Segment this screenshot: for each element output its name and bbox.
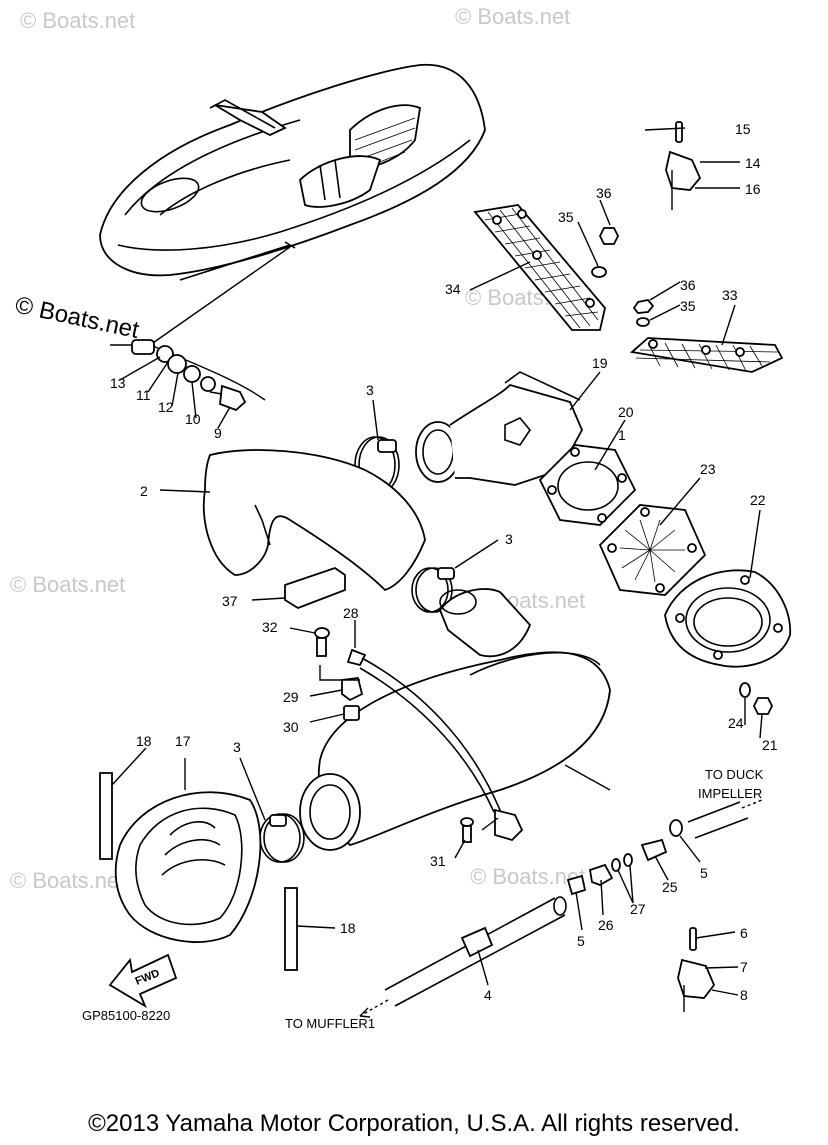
label-32: 32 <box>262 619 278 635</box>
clip-29 <box>341 677 364 702</box>
watermark: © Boats.net <box>470 864 585 889</box>
label-35: 35 <box>680 298 696 314</box>
nut-36 <box>598 227 620 245</box>
label-6: 6 <box>740 925 748 941</box>
nut-21 <box>752 697 774 715</box>
plate-23 <box>598 504 707 596</box>
label-36: 36 <box>596 185 612 201</box>
label-18: 18 <box>136 733 152 749</box>
watermark: © Boats.net <box>20 8 135 33</box>
label-35: 35 <box>558 209 574 225</box>
collar-24 <box>739 682 751 698</box>
watermark: © Boats.net <box>10 868 125 893</box>
watercraft-illustration <box>99 64 486 281</box>
label-3: 3 <box>505 531 513 547</box>
label-20: 20 <box>618 404 634 420</box>
label-19: 19 <box>592 355 608 371</box>
leader-lines <box>111 127 763 996</box>
label-9: 9 <box>214 425 222 441</box>
washer-35 <box>591 266 607 278</box>
label-24: 24 <box>728 715 744 731</box>
label-21: 21 <box>762 737 778 753</box>
flange-22 <box>664 569 792 668</box>
clamp-3-lower <box>259 813 305 863</box>
to-duck-impeller-label: IMPELLER <box>698 786 762 801</box>
hose-4 <box>359 896 567 1018</box>
to-duck-label: TO DUCK <box>705 767 764 782</box>
clip-assembly-lower <box>677 927 716 1012</box>
leader-line <box>741 799 763 809</box>
label-2: 2 <box>140 483 148 499</box>
clip-assembly-upper <box>665 121 702 210</box>
label-34: 34 <box>445 281 461 297</box>
nut-30 <box>343 705 360 721</box>
gasket-20 <box>538 444 637 526</box>
label-25: 25 <box>662 879 678 895</box>
label-37: 37 <box>222 593 238 609</box>
watermark: © Boats.net <box>455 4 570 29</box>
label-3: 3 <box>233 739 241 755</box>
hose-fittings <box>566 819 683 896</box>
label-33: 33 <box>722 287 738 303</box>
label-5: 5 <box>700 865 708 881</box>
label-28: 28 <box>343 605 359 621</box>
label-30: 30 <box>283 719 299 735</box>
bolt-32 <box>314 627 330 657</box>
label-36: 36 <box>680 277 696 293</box>
label-18: 18 <box>340 920 356 936</box>
nut-36b <box>632 299 655 314</box>
clamp-3-middle <box>411 567 455 613</box>
leader-line <box>149 246 291 346</box>
label-3: 3 <box>366 382 374 398</box>
copyright-notice: ©2013 Yamaha Motor Corporation, U.S.A. A… <box>88 1110 740 1137</box>
label-27: 27 <box>630 901 646 917</box>
label-11: 11 <box>136 387 151 403</box>
grate-33 <box>629 337 784 373</box>
label-12: 12 <box>158 399 174 415</box>
bracket-37 <box>284 567 346 609</box>
label-5: 5 <box>577 933 585 949</box>
watermark: © Boats.net <box>10 572 125 597</box>
watermark: © Boats.net <box>13 291 142 344</box>
stay-28 <box>346 648 524 842</box>
bar-18-lower <box>284 887 298 971</box>
label-1: 1 <box>618 427 626 443</box>
label-17: 17 <box>175 733 191 749</box>
fwd-arrow: FWD <box>108 953 178 1009</box>
label-14: 14 <box>745 155 761 171</box>
label-13: 13 <box>110 375 126 391</box>
to-muffler-label: TO MUFFLER1 <box>285 1016 375 1031</box>
diagram-code: GP85100-8220 <box>82 1008 170 1023</box>
bar-18-left <box>99 772 113 860</box>
label-4: 4 <box>484 987 492 1003</box>
label-7: 7 <box>740 959 748 975</box>
label-29: 29 <box>283 689 299 705</box>
label-26: 26 <box>598 917 614 933</box>
label-23: 23 <box>700 461 716 477</box>
label-8: 8 <box>740 987 748 1003</box>
label-22: 22 <box>750 492 766 508</box>
part-labels: 1 2 3 3 3 4 5 5 6 7 8 9 10 11 12 13 14 1… <box>110 121 778 1003</box>
pipe-2 <box>202 449 426 592</box>
label-10: 10 <box>185 411 201 427</box>
rubber-boot-17 <box>114 791 262 943</box>
label-16: 16 <box>745 181 761 197</box>
washer-35b <box>636 317 650 327</box>
fitting-assembly <box>131 339 247 412</box>
leader-line <box>319 665 360 681</box>
label-31: 31 <box>430 853 446 869</box>
bolt-31 <box>460 817 474 843</box>
grate-34 <box>473 204 606 331</box>
label-15: 15 <box>735 121 751 137</box>
hose-duck <box>687 801 749 839</box>
